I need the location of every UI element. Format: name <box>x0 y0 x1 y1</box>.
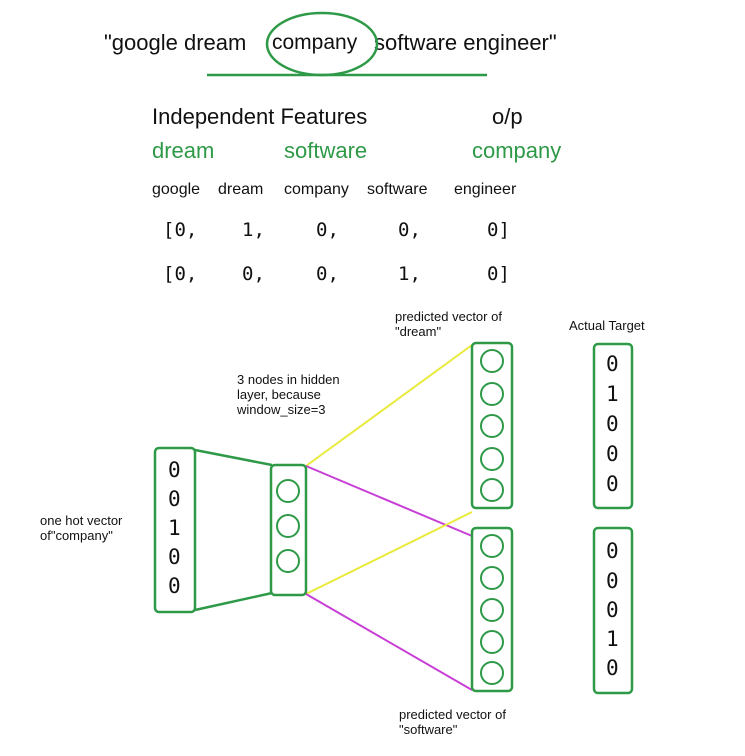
vector-row-2-cell: 1, <box>398 263 421 285</box>
sentence-center-word: company <box>272 31 358 54</box>
target-software-digit: 0 <box>606 569 619 593</box>
target-software-digit: 0 <box>606 598 619 622</box>
output-software-node <box>480 534 504 558</box>
sentence-left: "google dream <box>104 30 247 55</box>
hidden-node <box>276 549 300 573</box>
pred-software-label: predicted vector of "software" <box>399 707 506 737</box>
target-software-digit: 0 <box>606 656 619 680</box>
target-dream-box <box>592 342 634 510</box>
output-word-company: company <box>472 138 562 163</box>
output-software-box <box>470 526 514 693</box>
vector-row-2-cell: 0] <box>487 263 510 285</box>
vector-row-1-cell: [0, <box>163 219 198 241</box>
target-software-digit: 1 <box>606 627 619 651</box>
hidden-node <box>276 514 300 538</box>
vector-row-2-cell: 0, <box>316 263 339 285</box>
output-software-node <box>480 598 504 622</box>
output-dream-node <box>480 478 504 502</box>
edge-hidden-bottom-to-software-bottom <box>305 593 473 691</box>
target-software-digit: 0 <box>606 539 619 563</box>
edge-input-hidden-bottom <box>194 591 273 612</box>
vocab-word-engineer: engineer <box>454 181 517 198</box>
sentence-right: software engineer" <box>374 30 557 55</box>
output-dream-node <box>480 382 504 406</box>
vector-row-1-cell: 0, <box>398 219 421 241</box>
hidden-layer-box <box>269 463 308 597</box>
vocab-word-dream: dream <box>218 181 264 198</box>
pred-dream-label: predicted vector of "dream" <box>395 309 502 339</box>
input-vector-digit: 1 <box>168 516 181 540</box>
vocab-word-company: company <box>284 181 349 198</box>
target-dream-digit: 0 <box>606 472 619 496</box>
input-vector-digit: 0 <box>168 545 181 569</box>
center-word-ellipse <box>265 11 379 77</box>
features-title: Independent Features <box>152 104 368 129</box>
hidden-layer-label: 3 nodes in hidden layer, because window_… <box>237 372 340 417</box>
edge-hidden-top-to-dream-bottom <box>305 465 473 537</box>
feature-word-software: software <box>284 138 368 163</box>
output-software-node <box>480 661 504 685</box>
vocab-word-software: software <box>367 181 428 198</box>
output-title: o/p <box>492 104 523 129</box>
target-dream-digit: 0 <box>606 352 619 376</box>
vector-row-1-cell: 1, <box>242 219 265 241</box>
target-software-box <box>592 526 634 695</box>
vector-row-1-cell: 0, <box>316 219 339 241</box>
input-vector-digit: 0 <box>168 487 181 511</box>
edge-hidden-top-to-dream-top <box>305 344 473 467</box>
input-layer-box <box>153 446 197 614</box>
feature-word-dream: dream <box>152 138 215 163</box>
input-vector-digit: 0 <box>168 574 181 598</box>
vocab-word-google: google <box>152 181 201 198</box>
input-vector-digit: 0 <box>168 458 181 482</box>
vector-row-2-cell: [0, <box>163 263 198 285</box>
target-dream-digit: 0 <box>606 412 619 436</box>
hidden-node <box>276 479 300 503</box>
vector-row-1-cell: 0] <box>487 219 510 241</box>
output-dream-node <box>480 447 504 471</box>
target-dream-digit: 0 <box>606 442 619 466</box>
output-dream-node <box>480 414 504 438</box>
output-dream-node <box>480 349 504 373</box>
actual-target-label: Actual Target <box>569 318 645 333</box>
edge-input-hidden-top <box>194 448 273 467</box>
output-software-node <box>480 630 504 654</box>
vector-row-2-cell: 0, <box>242 263 265 285</box>
output-dream-box <box>470 341 514 510</box>
one-hot-label: one hot vector of"company" <box>40 513 123 543</box>
output-software-node <box>480 566 504 590</box>
target-dream-digit: 1 <box>606 382 619 406</box>
edge-hidden-bottom-to-software-top <box>305 511 473 595</box>
